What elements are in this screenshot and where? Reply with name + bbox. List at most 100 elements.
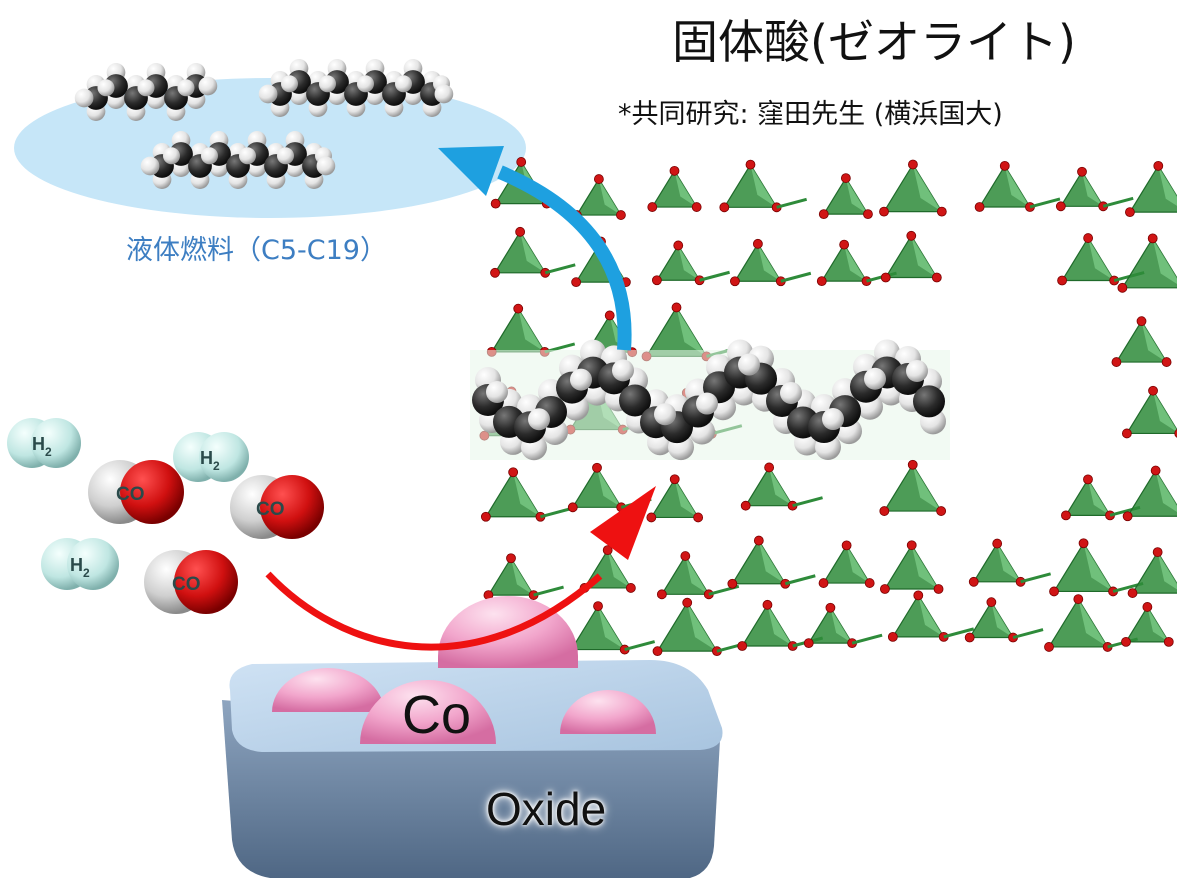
oxygen-atom	[567, 502, 578, 513]
framework-bond	[624, 640, 656, 652]
zeolite-facet	[687, 602, 717, 652]
oxygen-atom	[825, 602, 836, 613]
oxygen-atom	[673, 240, 684, 251]
oxygen-atom	[480, 511, 491, 522]
svg-text:H2: H2	[70, 555, 90, 580]
svg-text:H2: H2	[32, 434, 52, 459]
hydrogen-atom	[198, 76, 218, 96]
oxygen-atom	[964, 632, 975, 643]
oxygen-atom	[1083, 474, 1093, 485]
oxygen-atom	[1078, 538, 1089, 549]
hydrogen-atom	[434, 84, 454, 104]
oxygen-atom	[818, 578, 829, 588]
oxygen-atom	[906, 540, 917, 551]
oxygen-atom	[936, 506, 947, 516]
oxygen-atom	[515, 226, 526, 237]
oxygen-atom	[1122, 511, 1133, 522]
oxygen-atom	[968, 576, 979, 587]
zeolite-facet	[678, 245, 700, 281]
hydrogen-atom	[319, 75, 336, 93]
oxygen-atom	[907, 459, 918, 470]
oxygen-atom	[753, 535, 764, 546]
oxygen-atom	[906, 230, 917, 241]
zeolite-facet	[997, 543, 1021, 582]
h2-molecule: H2	[173, 432, 249, 482]
hydrogen-atom	[864, 367, 886, 390]
zeolite-tetrahedron	[1121, 237, 1177, 289]
hydrogen-atom	[258, 84, 278, 104]
oxygen-atom	[879, 506, 890, 516]
oxide-label: Oxide	[486, 783, 607, 835]
zeolite-facet	[767, 604, 793, 647]
framework-bond	[1029, 197, 1061, 209]
zeolite-facet	[1087, 479, 1111, 516]
zeolite-facet	[1088, 238, 1115, 281]
oxygen-atom	[931, 272, 942, 283]
oxygen-atom	[1057, 275, 1067, 286]
oxygen-atom	[1083, 233, 1094, 243]
oxygen-atom	[933, 584, 944, 594]
oxygen-atom	[592, 462, 602, 473]
hydrocarbon-chain-in-pore	[472, 339, 946, 461]
fuel-molecules	[74, 59, 454, 189]
zeolite-facet	[597, 467, 622, 508]
zeolite-facet	[844, 244, 867, 282]
oxygen-atom	[1148, 385, 1158, 396]
figure-title: 固体酸(ゼオライト)	[672, 15, 1076, 69]
oxygen-atom	[1117, 282, 1128, 293]
oxygen-atom	[691, 202, 702, 212]
svg-text:CO: CO	[256, 499, 285, 520]
framework-bond	[540, 507, 571, 519]
carbon-atom	[619, 384, 651, 417]
reaction-arrow	[265, 486, 656, 651]
h2-molecule: H2	[41, 538, 119, 590]
svg-text:CO: CO	[116, 484, 145, 505]
framework-bond	[943, 627, 975, 639]
zeolite-facet	[1004, 165, 1030, 207]
zeolite-facet	[674, 479, 699, 518]
oxygen-atom	[752, 238, 763, 249]
hydrogen-atom	[74, 88, 94, 108]
zeolite-facet	[1155, 470, 1177, 512]
oxygen-atom	[730, 276, 740, 287]
oxygen-atom	[651, 275, 662, 286]
oxygen-atom	[879, 206, 889, 217]
oxygen-atom	[1055, 201, 1066, 212]
framework-bond	[784, 574, 816, 586]
zeolite-facet	[520, 231, 546, 273]
oxygen-atom	[602, 545, 613, 556]
hydrogen-atom	[140, 156, 160, 176]
oxygen-atom	[863, 209, 873, 220]
hydrogen-atom	[906, 359, 928, 382]
zeolite-facet	[911, 235, 937, 278]
oxygen-atom	[593, 601, 603, 612]
zeolite-facet	[1147, 606, 1169, 642]
oxygen-atom	[656, 589, 667, 600]
oxygen-atom	[719, 202, 730, 213]
h2-molecule: H2	[7, 418, 81, 468]
framework-bond	[1012, 628, 1044, 639]
oxygen-atom	[513, 303, 524, 314]
zeolite-facet	[750, 164, 777, 208]
hydrogen-atom	[281, 75, 298, 93]
oxygen-atom	[887, 631, 898, 642]
oxygen-atom	[647, 202, 658, 212]
zeolite-tetrahedron	[1131, 550, 1177, 594]
product-arrow	[438, 146, 632, 351]
framework-bond	[776, 197, 808, 209]
zeolite-facet	[1152, 238, 1177, 284]
oxygen-atom	[764, 462, 775, 473]
framework-bond	[780, 271, 812, 283]
oxygen-atom	[1174, 429, 1177, 438]
hydrogen-atom	[738, 353, 760, 376]
zeolite-facet	[676, 307, 707, 357]
oxygen-atom	[986, 597, 997, 608]
zeolite-facet	[769, 467, 793, 506]
oxygen-atom	[1127, 588, 1138, 598]
hydrogen-atom	[316, 156, 336, 176]
oxygen-atom	[879, 584, 890, 594]
oxygen-atom	[1150, 465, 1161, 476]
oxygen-atom	[646, 512, 657, 523]
oxygen-atom	[974, 202, 985, 212]
